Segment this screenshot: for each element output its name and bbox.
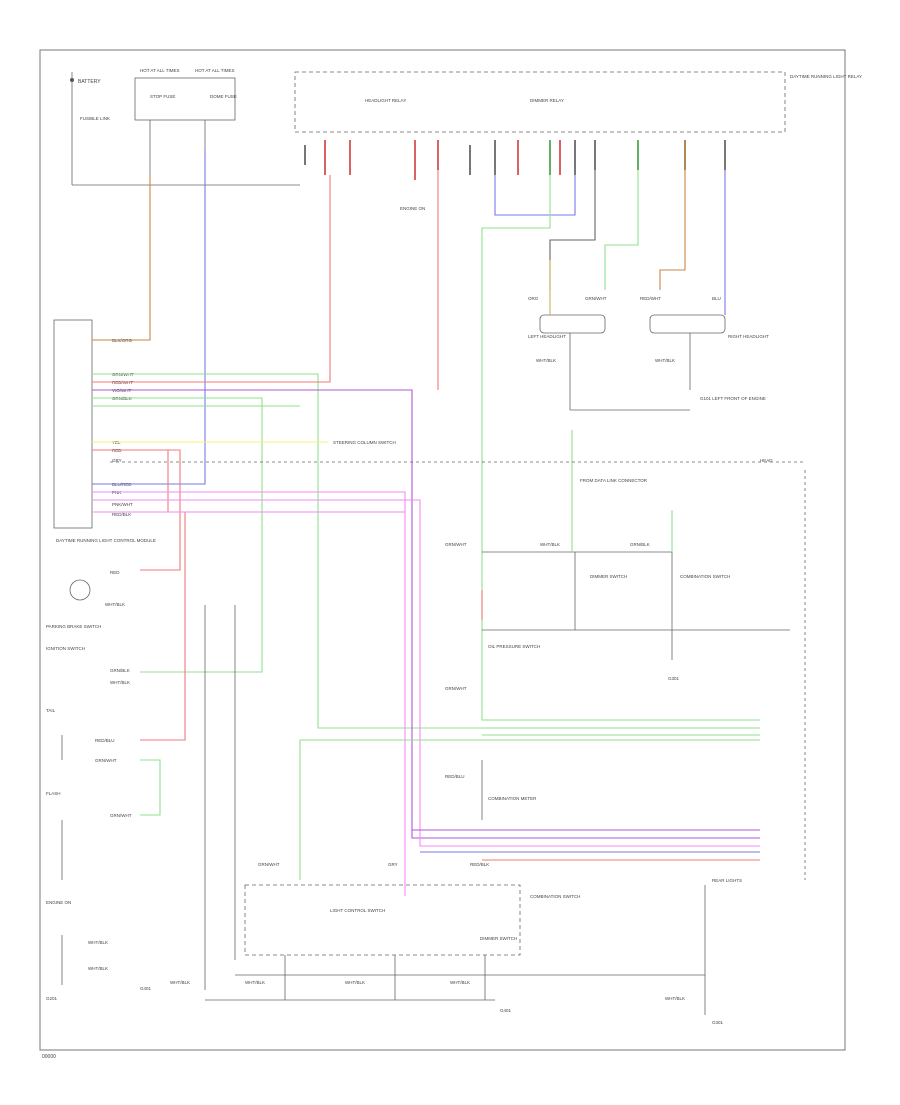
pin-11-wire: PNK/WHT bbox=[112, 502, 133, 507]
headlight-right: RIGHT HEADLIGHT RED/WHT BLU bbox=[640, 296, 769, 339]
mid-wire-a: GRN/WHT bbox=[445, 542, 467, 547]
parking-brake-label: PARKING BRAKE SWITCH bbox=[46, 624, 101, 629]
drl-module: DAYTIME RUNNING LIGHT CONTROL MODULE BLK… bbox=[53, 319, 396, 543]
pin-8-wire: GRY bbox=[112, 458, 122, 463]
battery-label: BATTERY bbox=[78, 79, 101, 85]
ll-wire-f: GRN/WHT bbox=[95, 758, 117, 763]
box-wire-a: GRN/WHT bbox=[258, 862, 280, 867]
ignition-label: IGNITION SWITCH bbox=[46, 646, 85, 651]
pin-12-wire: RED/BLK bbox=[112, 512, 131, 517]
combination-switch-label: COMBINATION SWITCH bbox=[680, 574, 730, 579]
hl-right-wire-a: RED/WHT bbox=[640, 296, 661, 301]
headlight-right-label: RIGHT HEADLIGHT bbox=[728, 334, 769, 339]
ll-wire-e: RED/BLU bbox=[95, 738, 115, 743]
fusible-link-label: FUSIBLE LINK bbox=[80, 116, 110, 121]
headlight-left-label: LEFT HEADLIGHT bbox=[528, 334, 566, 339]
ll-wire-h: WHT/BLK bbox=[88, 940, 108, 945]
mid-wire-e: RED/BLU bbox=[445, 774, 465, 779]
module-main-label: DAYTIME RUNNING LIGHT CONTROL MODULE bbox=[56, 538, 156, 543]
ground-right-bottom-label: G301 bbox=[712, 1020, 724, 1025]
dimmer-switch-box-label: DIMMER SWITCH bbox=[480, 936, 517, 941]
relay-block-label: DAYTIME RUNNING LIGHT RELAY bbox=[790, 74, 862, 79]
battery-section: BATTERY FUSIBLE LINK bbox=[70, 72, 300, 186]
mid-wire-d: GRN/WHT bbox=[445, 686, 467, 691]
dimmer-relay-label: DIMMER RELAY bbox=[530, 98, 564, 103]
fuse-b-label: DOME FUSE bbox=[210, 94, 237, 99]
box-wire-e: WHT/BLK bbox=[245, 980, 265, 985]
ground-bottom-label: G401 bbox=[140, 986, 152, 991]
lower-left-switches: PARKING BRAKE SWITCH IGNITION SWITCH RED… bbox=[46, 570, 236, 1001]
relay-block: DAYTIME RUNNING LIGHT RELAY HEADLIGHT RE… bbox=[294, 71, 862, 211]
rear-light-label: REAR LIGHTS bbox=[712, 878, 742, 883]
mid-wire-c: GRN/BLK bbox=[630, 542, 650, 547]
ground-right-label: G301 bbox=[668, 676, 680, 681]
ll-wire-d: WHT/BLK bbox=[110, 680, 130, 685]
ll-wire-b: WHT/BLK bbox=[105, 602, 125, 607]
ll-wire-i: WHT/BLK bbox=[88, 966, 108, 971]
footer-code: 00000 bbox=[42, 1054, 56, 1060]
box-wire-g: WHT/BLK bbox=[450, 980, 470, 985]
oil-sensor-label: OIL PRESSURE SWITCH bbox=[488, 644, 540, 649]
mid-wire-b: WHT/BLK bbox=[540, 542, 560, 547]
hl-left-wire-b: GRN/WHT bbox=[585, 296, 607, 301]
ground-bottom-right-label: G401 bbox=[500, 1008, 512, 1013]
steering-ref-label: STEERING COLUMN SWITCH bbox=[333, 440, 396, 445]
diagram-frame bbox=[39, 49, 846, 1051]
side-note-label: FROM DATA LINK CONNECTOR bbox=[580, 478, 648, 483]
ground-left-label: G201 bbox=[46, 996, 58, 1001]
fuse-a-label: STOP FUSE bbox=[150, 94, 175, 99]
fuse-box-top: HOT AT ALL TIMES HOT AT ALL TIMES STOP F… bbox=[134, 68, 237, 175]
box-wire-h: WHT/BLK bbox=[665, 996, 685, 1001]
dimmer-switch-label: DIMMER SWITCH bbox=[590, 574, 627, 579]
ll-wire-a: RED bbox=[110, 570, 120, 575]
ll-wire-c: GRN/BLK bbox=[110, 668, 130, 673]
combination-switch-box: COMBINATION SWITCH LIGHT CONTROL SWITCH … bbox=[170, 862, 724, 1025]
box-wire-d: WHT/BLK bbox=[170, 980, 190, 985]
hl-right-wire-b: BLU bbox=[712, 296, 721, 301]
ref-eng-label: ENGINE ON bbox=[400, 206, 425, 211]
mid-right-section: GRN/WHT WHT/BLK GRN/BLK FROM DATA LINK C… bbox=[110, 430, 806, 880]
headlight-ground: WHT/BLK WHT/BLK G101 LEFT FRONT OF ENGIN… bbox=[536, 333, 766, 411]
hl-gnd-wire-b: WHT/BLK bbox=[655, 358, 675, 363]
ground-headlamp-label: G101 LEFT FRONT OF ENGINE bbox=[700, 396, 766, 401]
hot-label-a: HOT AT ALL TIMES bbox=[140, 68, 180, 73]
module-wires bbox=[92, 150, 760, 896]
hl-gnd-wire-a: WHT/BLK bbox=[536, 358, 556, 363]
ref-flash-label: FLASH bbox=[46, 791, 61, 796]
headlamp-relay-label: HEADLIGHT RELAY bbox=[365, 98, 406, 103]
hl-left-wire-a: ORG bbox=[528, 296, 539, 301]
ref-tail-label: TAIL bbox=[46, 708, 56, 713]
box-wire-f: WHT/BLK bbox=[345, 980, 365, 985]
top-wires bbox=[481, 170, 760, 721]
light-control-label: LIGHT CONTROL SWITCH bbox=[330, 908, 385, 913]
headlight-left: LEFT HEADLIGHT ORG GRN/WHT bbox=[528, 296, 607, 339]
combination-meter-ref: COMBINATION METER bbox=[488, 796, 537, 801]
box-wire-b: GRY bbox=[388, 862, 398, 867]
ll-wire-g: GRN/WHT bbox=[110, 813, 132, 818]
right-bundle: RED/BLU COMBINATION METER REAR LIGHTS bbox=[299, 734, 760, 883]
hot-label-b: HOT AT ALL TIMES bbox=[195, 68, 235, 73]
box-wire-c: RED/BLK bbox=[470, 862, 489, 867]
ref-off-label: HEAD bbox=[760, 458, 773, 463]
combination-switch-box-label: COMBINATION SWITCH bbox=[530, 894, 580, 899]
ref-eng-left-label: ENGINE ON bbox=[46, 900, 71, 905]
